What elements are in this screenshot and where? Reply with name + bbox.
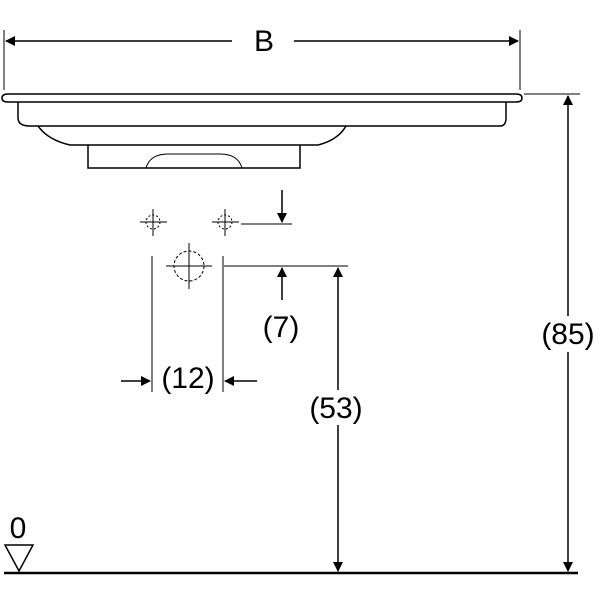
outlet-height-dimension: (53) — [309, 267, 363, 572]
tap-hole-markers — [140, 209, 239, 289]
width-label: B — [254, 25, 274, 58]
hole-spacing-dimension: (12) — [121, 256, 257, 395]
tap-offset-dimension: (7) — [224, 190, 348, 344]
floor-level: 0 — [3, 512, 578, 575]
hole-spacing-label: (12) — [161, 362, 214, 395]
tap-offset-label: (7) — [263, 311, 300, 344]
width-dimension: B — [3, 25, 521, 90]
outlet-height-label: (53) — [309, 392, 362, 425]
total-height-dimension: (85) — [524, 93, 595, 572]
washbasin-profile — [1, 93, 523, 169]
total-height-label: (85) — [541, 318, 594, 351]
floor-level-triangle-icon — [3, 544, 35, 573]
floor-level-label: 0 — [10, 512, 27, 545]
